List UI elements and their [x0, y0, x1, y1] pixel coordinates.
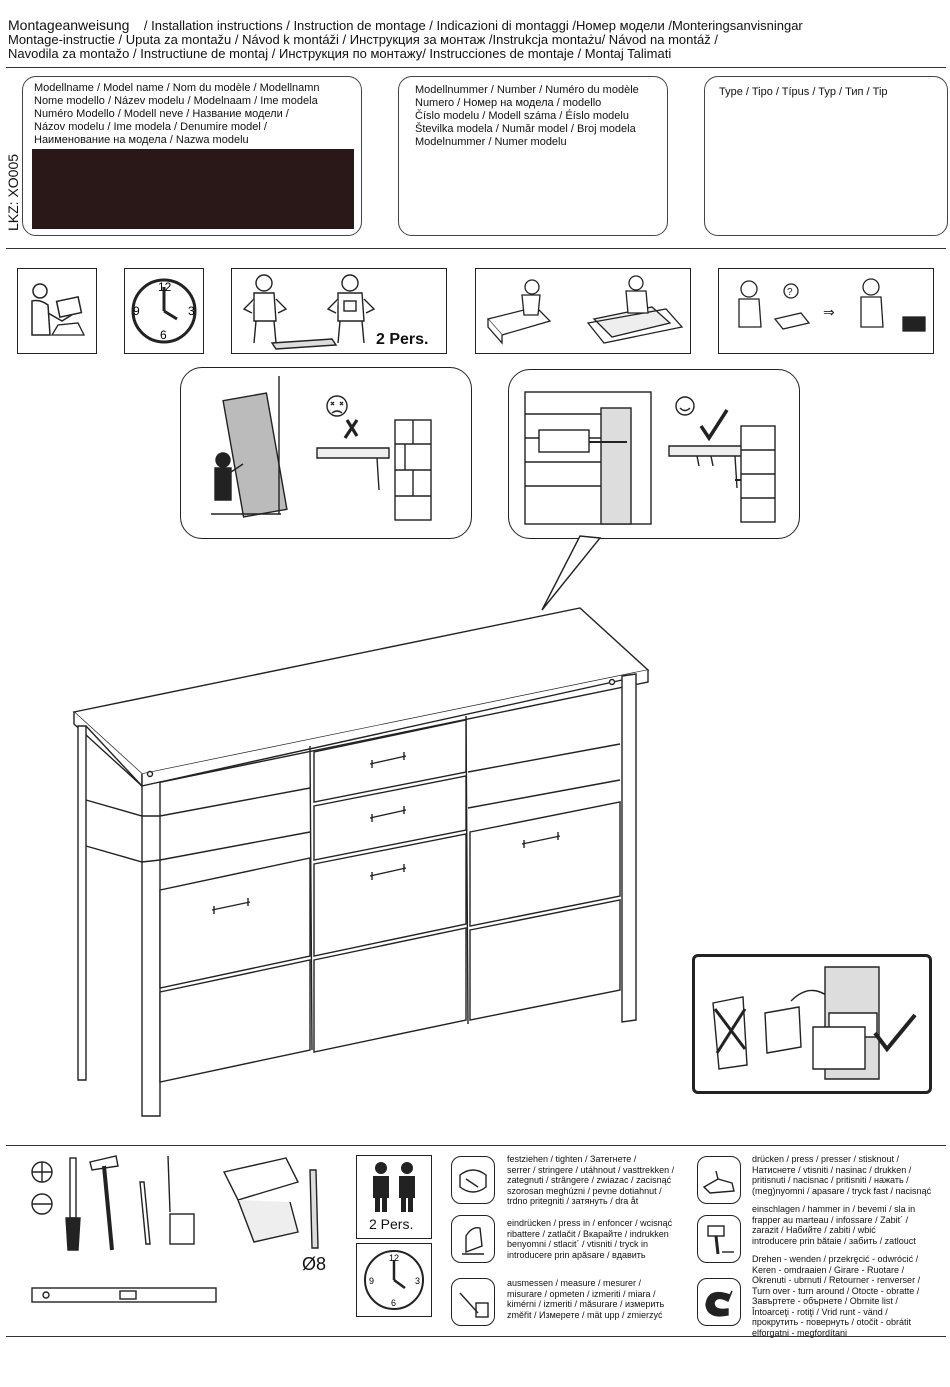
model-name-labels: Modellname / Model name / Nom du modèle … — [34, 82, 320, 147]
missing-parts-call-pictogram: ? ⇒ — [718, 268, 934, 354]
model-number-label-1: Modellnummer / Number / Numéro du modèle — [415, 84, 639, 96]
svg-text:12: 12 — [389, 1253, 399, 1263]
time-required-pictogram: 12 3 6 9 — [124, 268, 204, 354]
model-number-box: Modellnummer / Number / Numéro du modèle… — [398, 76, 668, 236]
measure-icon — [451, 1278, 495, 1326]
confused-worker-phone-icon: ? ⇒ — [738, 278, 926, 332]
document-title: Montageanweisung — [8, 17, 130, 33]
header-line-3: Navodila za montažo / Instructiune de mo… — [8, 46, 672, 61]
tools-illustration — [31, 1155, 319, 1303]
press-in-icon — [451, 1215, 495, 1263]
two-persons-caption: 2 Pers. — [369, 1216, 414, 1232]
keep-instructions-pictogram — [692, 954, 932, 1094]
model-name-label-3: Numéro Modello / Modell neve / Название … — [34, 108, 289, 120]
time-box: 12 3 6 9 — [356, 1243, 432, 1317]
model-number-label-4: Številka modela / Număr model / Broj mod… — [415, 123, 636, 135]
type-label: Type / Tipo / Típus / Typ / Тип / Tip — [719, 86, 888, 98]
drill-bit-size: Ø8 — [302, 1254, 327, 1274]
protect-surface-pictogram — [475, 268, 691, 354]
two-persons-lifting-pictogram: 2 Pers. — [231, 268, 447, 354]
clock-small-icon: 12 3 6 9 — [364, 1250, 424, 1310]
header-line-1-text: / Installation instructions / Instructio… — [143, 18, 803, 33]
two-persons-box: 2 Pers. — [356, 1155, 432, 1239]
svg-text:6: 6 — [391, 1298, 396, 1308]
tipping-furniture-icon — [211, 376, 432, 521]
header-divider — [6, 67, 946, 68]
measure-text: ausmessen / measure / mesurer / misurare… — [507, 1278, 665, 1320]
hammer-icon — [697, 1215, 741, 1263]
model-number-label-3: Číslo modelu / Modell száma / Éíslo mode… — [415, 110, 629, 122]
svg-text:⇒: ⇒ — [823, 305, 835, 321]
read-instructions-pictogram — [17, 268, 97, 354]
clock-icon: 12 3 6 9 — [131, 278, 197, 344]
bottom-divider — [6, 1336, 946, 1337]
sideboard-illustration — [72, 535, 650, 1117]
model-name-label-5: Наименование на модела / Nazwa modelu — [34, 134, 249, 146]
turn-over-text: Drehen - wenden / przekręcić - odwrócić … — [752, 1254, 921, 1338]
two-persons-label: 2 Pers. — [376, 331, 429, 348]
model-name-box: Modellname / Model name / Nom du modèle … — [22, 76, 362, 236]
tighten-text: festziehen / tighten / Затегнете / serre… — [507, 1154, 675, 1206]
wall-anchor-icon — [524, 391, 776, 525]
press-in-text: eindrücken / press in / enfoncer / wcisn… — [507, 1218, 673, 1260]
wrong-wall-mounting-callout — [180, 367, 472, 539]
model-name-label-2: Nome modello / Název modelu / Modelnaam … — [34, 95, 318, 107]
svg-text:3: 3 — [188, 304, 195, 318]
svg-text:3: 3 — [415, 1276, 420, 1286]
svg-text:?: ? — [787, 287, 793, 298]
model-name-redacted-field — [32, 149, 354, 229]
model-name-label-1: Modellname / Model name / Nom du modèle … — [34, 82, 320, 94]
correct-wall-mounting-callout — [508, 369, 800, 539]
press-icon — [697, 1156, 741, 1204]
turn-over-icon — [697, 1278, 741, 1326]
two-persons-icon — [373, 1162, 415, 1212]
person-reading-icon — [31, 283, 86, 336]
model-number-label-2: Numero / Номер на модела / modello — [415, 97, 602, 109]
header-line-1: Montageanweisung / Installation instruct… — [8, 17, 803, 34]
two-workers-icon — [242, 274, 376, 350]
tighten-icon — [451, 1156, 495, 1204]
model-number-label-5: Modelnummer / Numer modelu — [415, 136, 567, 148]
press-text: drücken / press / presser / stisknout / … — [752, 1154, 932, 1196]
svg-text:6: 6 — [160, 328, 167, 342]
model-number-labels: Modellnummer / Number / Numéro du modèle… — [415, 84, 639, 149]
header-line-2: Montage-instructie / Uputa za montažu / … — [8, 32, 718, 47]
workers-unpacking-icon — [486, 275, 684, 345]
model-name-label-4: Názov modelu / Ime modela / Denumire mod… — [34, 121, 267, 133]
type-box: Type / Tipo / Típus / Typ / Тип / Tip — [704, 76, 948, 236]
hammer-in-text: einschlagen / hammer in / bevemi / sla i… — [752, 1204, 916, 1246]
svg-text:9: 9 — [133, 304, 140, 318]
tools-divider — [6, 1145, 946, 1146]
info-divider — [6, 248, 946, 249]
svg-text:9: 9 — [369, 1276, 374, 1286]
filing-cabinet-icon — [712, 966, 917, 1080]
